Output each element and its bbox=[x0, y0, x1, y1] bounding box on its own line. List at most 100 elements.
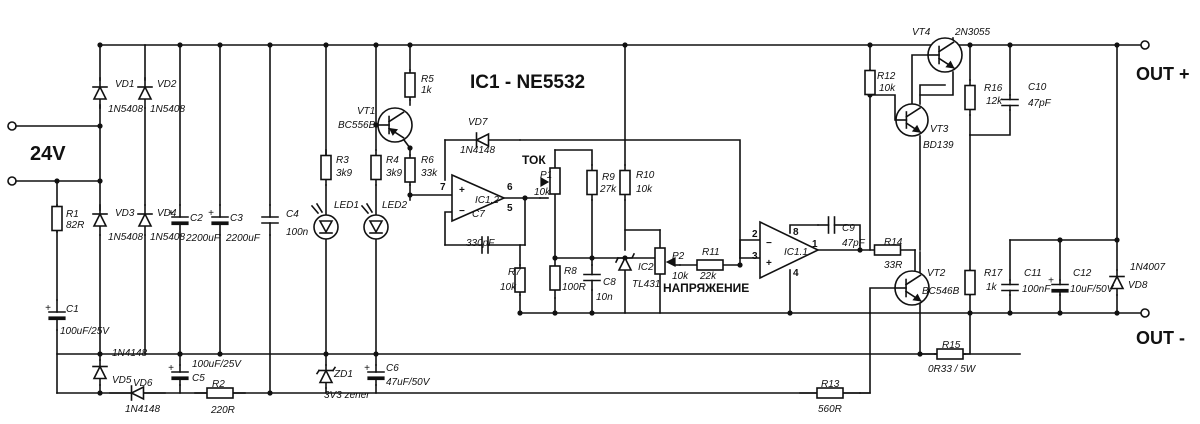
label-r5-1: 1k bbox=[421, 85, 433, 96]
label-r2-1: 220R bbox=[210, 405, 235, 416]
label-ic2-0: IC2 bbox=[638, 262, 654, 273]
capacitor-c4 bbox=[261, 204, 279, 236]
label-vd5-0: 1N4148 bbox=[112, 348, 147, 359]
transistor-vt2 bbox=[894, 270, 930, 306]
label-vd2-1: 1N5408 bbox=[150, 104, 185, 115]
svg-text:+: + bbox=[766, 258, 772, 269]
page-title: IC1 - NE5532 bbox=[470, 72, 585, 93]
label-c5-0: 100uF/25V bbox=[192, 359, 242, 370]
junction-dot bbox=[589, 310, 595, 316]
label-led2-0: LED2 bbox=[382, 200, 407, 211]
junction-dot bbox=[407, 145, 413, 151]
resistor-r13 bbox=[799, 387, 861, 399]
junction-dot bbox=[323, 42, 329, 48]
capacitor-c9 bbox=[817, 216, 846, 234]
wire-51 bbox=[519, 294, 871, 314]
terminal[interactable] bbox=[1140, 40, 1150, 50]
label-c10-1: 47pF bbox=[1028, 98, 1052, 109]
junction-dot bbox=[217, 351, 223, 357]
pin-ic12_out: 5 bbox=[507, 203, 513, 214]
junction-dot bbox=[217, 42, 223, 48]
label-r11-0: R11 bbox=[702, 247, 720, 258]
potentiometer-p2 bbox=[654, 247, 676, 275]
label-vd5-1: VD5 bbox=[112, 375, 132, 386]
label-r17-0: R17 bbox=[984, 268, 1003, 279]
components: ++++++−−++ bbox=[45, 37, 1125, 401]
led-led2 bbox=[360, 202, 389, 240]
label-r1-0: R1 bbox=[66, 209, 79, 220]
junction-dot bbox=[1114, 237, 1120, 243]
resistor-r11 bbox=[679, 259, 741, 271]
label-r2-0: R2 bbox=[212, 379, 225, 390]
opamp-ic12: +− bbox=[451, 173, 506, 223]
junction-dot bbox=[1007, 310, 1013, 316]
label-p1-1: 10k bbox=[534, 187, 551, 198]
label-c11-0: C11 bbox=[1024, 268, 1042, 279]
pin-ic11_gnd: 4 bbox=[793, 268, 799, 279]
pin-ic11_out: 1 bbox=[812, 239, 818, 250]
label-r12-1: 10k bbox=[879, 83, 896, 94]
junction-dot bbox=[177, 351, 183, 357]
label-c1-0: C1 bbox=[66, 304, 79, 315]
label-vd3-0: VD3 bbox=[115, 208, 135, 219]
capacitor-c10 bbox=[1001, 94, 1019, 111]
label-vd8-1: VD8 bbox=[1128, 280, 1148, 291]
label-vt4-1: 2N3055 bbox=[954, 27, 990, 38]
junction-dot bbox=[97, 42, 103, 48]
svg-text:+: + bbox=[459, 185, 465, 196]
label-vt3-0: VT3 bbox=[930, 124, 949, 135]
label-ic2-1: TL431 bbox=[632, 279, 660, 290]
label-zd1-0: ZD1 bbox=[333, 369, 353, 380]
label-c2-1: 2200uF bbox=[185, 233, 221, 244]
label-r6-1: 33k bbox=[421, 168, 438, 179]
label-c7-0: C7 bbox=[472, 209, 485, 220]
label-r16-0: R16 bbox=[984, 83, 1003, 94]
svg-text:+: + bbox=[364, 363, 370, 374]
label-c10-0: C10 bbox=[1028, 82, 1047, 93]
current-label: ТОК bbox=[522, 153, 546, 167]
svg-text:+: + bbox=[208, 208, 214, 219]
terminal[interactable] bbox=[1140, 308, 1150, 318]
label-vt2-0: VT2 bbox=[927, 268, 946, 279]
svg-text:+: + bbox=[168, 363, 174, 374]
label-c2-0: C2 bbox=[190, 213, 203, 224]
capacitor-c3: + bbox=[208, 204, 229, 236]
label-r16-1: 12k bbox=[986, 96, 1003, 107]
resistor-r9 bbox=[586, 164, 598, 201]
label-vt3-1: BD139 bbox=[923, 140, 954, 151]
label-vt1-0: VT1 bbox=[357, 106, 375, 117]
label-vt1-1: BC556B bbox=[338, 120, 376, 131]
label-c6-0: C6 bbox=[386, 363, 399, 374]
label-r6-0: R6 bbox=[421, 155, 434, 166]
label-c11-1: 100nF bbox=[1022, 284, 1051, 295]
junction-dot bbox=[967, 42, 973, 48]
label-r8-0: R8 bbox=[564, 266, 577, 277]
terminal[interactable] bbox=[7, 121, 17, 131]
junction-dot bbox=[1007, 42, 1013, 48]
junction-dot bbox=[267, 42, 273, 48]
label-c6-1: 47uF/50V bbox=[386, 377, 431, 388]
label-c12-0: C12 bbox=[1073, 268, 1092, 279]
junction-dot bbox=[1114, 42, 1120, 48]
input-voltage-label: 24V bbox=[30, 143, 66, 165]
label-p2-0: P2 bbox=[672, 251, 685, 262]
junction-dot bbox=[522, 195, 528, 201]
resistor-r7 bbox=[514, 264, 526, 296]
resistor-r4 bbox=[370, 149, 382, 186]
junction-dot bbox=[97, 178, 103, 184]
label-r5-0: R5 bbox=[421, 74, 434, 85]
label-c1-1: 100uF/25V bbox=[60, 326, 110, 337]
pin-ic11_in_n: 2 bbox=[752, 229, 758, 240]
label-r14-1: 33R bbox=[884, 260, 902, 271]
resistor-r8 bbox=[549, 257, 561, 299]
terminal[interactable] bbox=[7, 176, 17, 186]
label-r15-1: 0R33 / 5W bbox=[928, 364, 977, 375]
label-r17-1: 1k bbox=[986, 282, 998, 293]
junction-dot bbox=[267, 390, 273, 396]
junction-dot bbox=[177, 42, 183, 48]
label-c7-1: 330pF bbox=[466, 238, 495, 249]
wire-78 bbox=[911, 54, 929, 105]
label-c8-1: 10n bbox=[596, 292, 613, 303]
wire-84 bbox=[969, 109, 1011, 136]
